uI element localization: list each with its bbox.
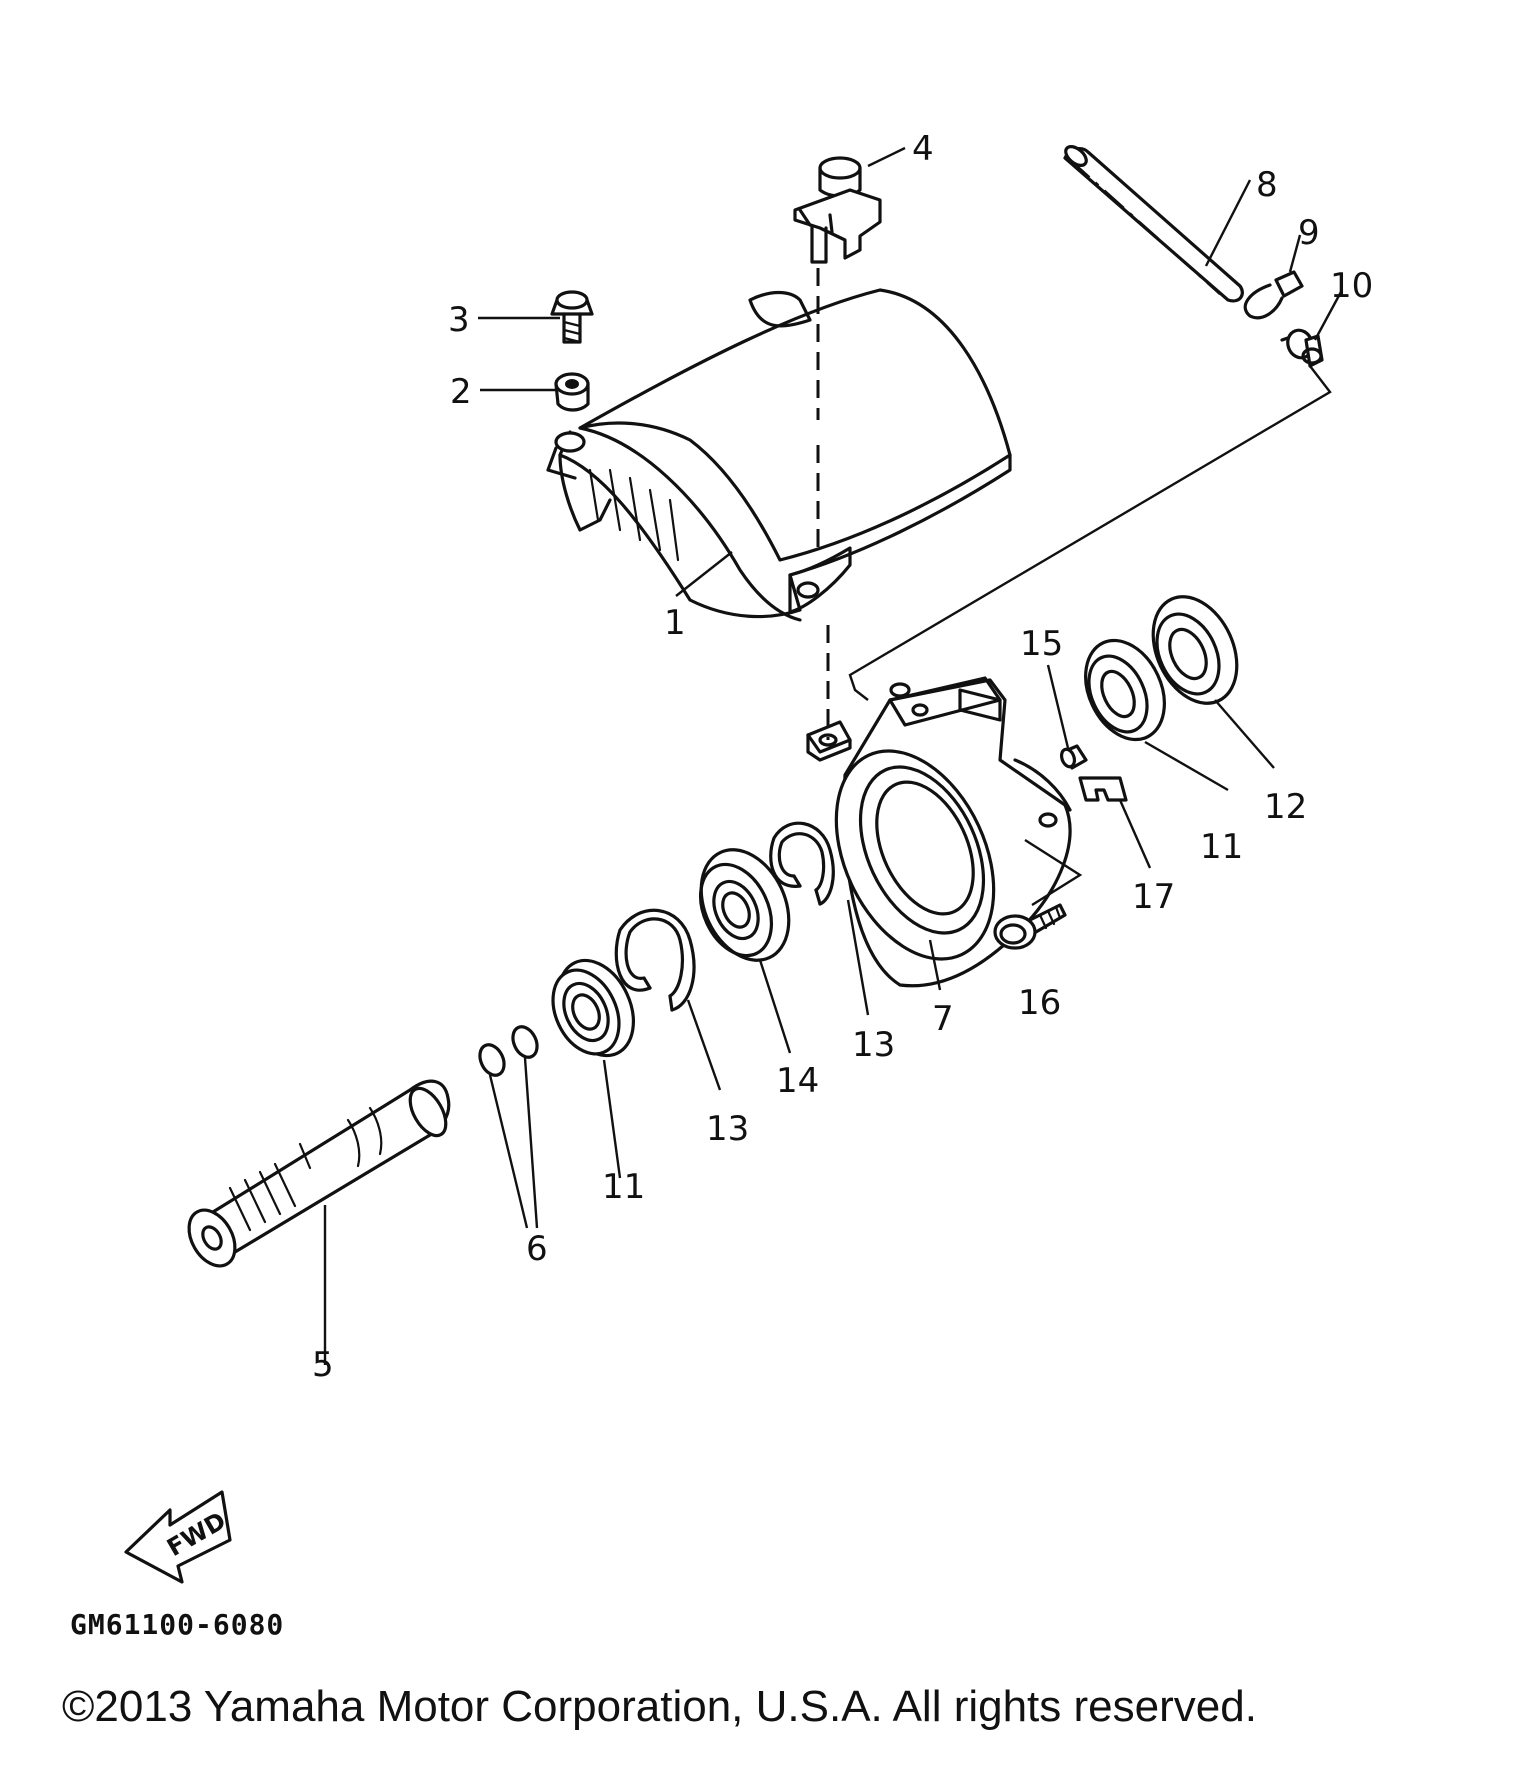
- part-3-bolt: [550, 290, 594, 344]
- callout-2: 2: [450, 372, 472, 412]
- part-11-bearing-lower: [551, 958, 635, 1058]
- callout-7: 7: [932, 999, 954, 1039]
- callout-1: 1: [664, 603, 686, 643]
- part-7-housing: [806, 676, 1072, 988]
- callout-6: 6: [526, 1229, 548, 1269]
- part-1-cover: [546, 288, 1012, 622]
- part-12-seal: [1151, 595, 1239, 705]
- callout-10: 10: [1330, 266, 1373, 306]
- part-5-shaft: [187, 1079, 451, 1268]
- callout-8: 8: [1256, 165, 1278, 205]
- copyright-notice: ©2013 Yamaha Motor Corporation, U.S.A. A…: [62, 1682, 1257, 1731]
- callout-16: 16: [1018, 983, 1061, 1023]
- callout-labels: 1 2 3 4 5 6 7 8 9 10 11 11 12 13 13 14 1…: [312, 129, 1373, 1385]
- fwd-arrow-icon: FWD: [124, 1490, 232, 1584]
- callout-5: 5: [312, 1345, 334, 1385]
- part-17-plate: [1078, 776, 1128, 802]
- part-9-clip: [1243, 270, 1304, 320]
- callout-15: 15: [1020, 624, 1063, 664]
- callout-4: 4: [912, 129, 934, 169]
- callout-13-lower: 13: [706, 1109, 749, 1149]
- leader-lines: [323, 146, 1344, 1365]
- callout-12: 12: [1264, 787, 1307, 827]
- callout-13-upper: 13: [852, 1025, 895, 1065]
- callout-14: 14: [776, 1061, 819, 1101]
- part-2-collar: [554, 372, 590, 412]
- part-15-pin: [1059, 744, 1088, 770]
- part-10-fastener: [1280, 328, 1324, 368]
- part-6-o-rings: [478, 1025, 539, 1077]
- part-8-rod: [1063, 145, 1244, 303]
- assembly-lines: [816, 159, 1332, 907]
- part-11-seal-upper: [1084, 638, 1166, 742]
- callout-9: 9: [1298, 213, 1320, 253]
- part-16-bolt: [993, 903, 1067, 950]
- diagram-code: GM61100-6080: [70, 1608, 285, 1641]
- part-14-bearing: [699, 848, 791, 962]
- callout-17: 17: [1132, 877, 1175, 917]
- callout-3: 3: [448, 300, 470, 340]
- part-13-circlip-upper: [769, 821, 835, 906]
- callout-11-lower: 11: [602, 1167, 645, 1207]
- callout-11-upper: 11: [1200, 827, 1243, 867]
- part-4-clip: [793, 156, 882, 264]
- part-13-circlip-lower: [614, 908, 696, 1012]
